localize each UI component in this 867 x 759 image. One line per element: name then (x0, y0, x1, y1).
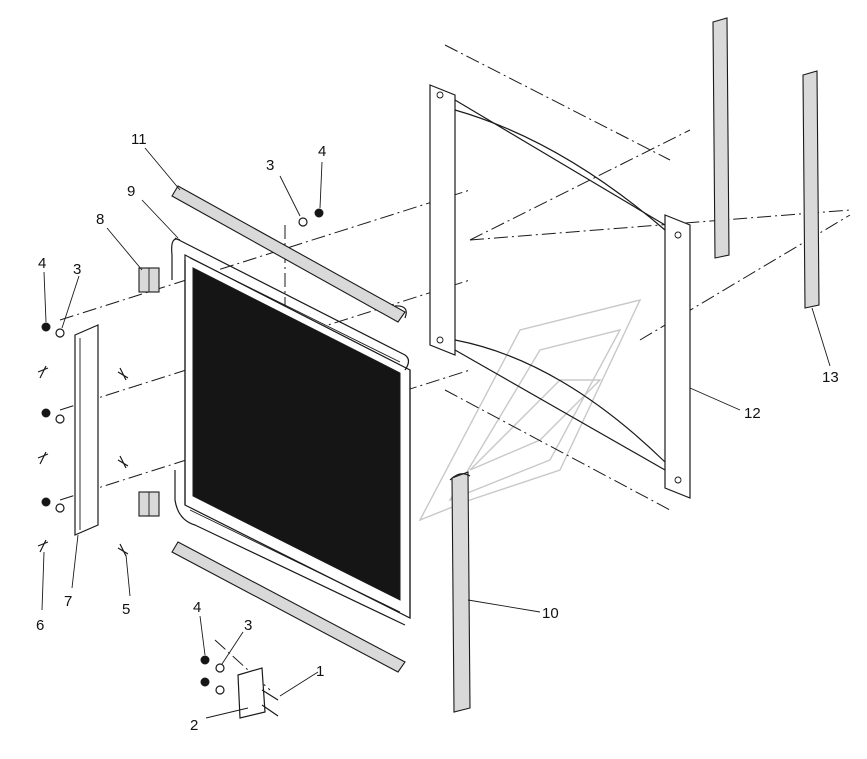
bottom-seal-strip (171, 541, 406, 673)
callout-1: 1 (316, 663, 324, 680)
callout-4-top: 4 (318, 143, 326, 160)
part-12-shroud-frame (429, 84, 691, 499)
callout-10: 10 (542, 605, 559, 622)
callout-3-top: 3 (266, 157, 274, 174)
part-8-bracket (138, 267, 160, 517)
callout-5: 5 (122, 601, 130, 618)
callout-7: 7 (64, 593, 72, 610)
callout-2: 2 (190, 717, 198, 734)
right-vertical-seal-a (712, 17, 730, 259)
part-10-vertical-seal (449, 471, 471, 713)
callout-3-left: 3 (73, 261, 81, 278)
fasteners-top (298, 208, 324, 227)
callout-6: 6 (36, 617, 44, 634)
callout-4-left: 4 (38, 255, 46, 272)
callout-3-bottom: 3 (244, 617, 252, 634)
callout-9: 9 (127, 183, 135, 200)
leader-lines (41, 147, 831, 719)
part-11-top-seal-strip (171, 185, 407, 323)
part-2-mounting-bracket (237, 667, 279, 719)
callout-labels: 1 2 3 3 3 4 4 4 5 6 7 8 9 10 11 12 13 (36, 131, 839, 734)
part-9-radiator-core (171, 237, 411, 626)
callout-13: 13 (822, 369, 839, 386)
callout-8: 8 (96, 211, 104, 228)
part-13-vertical-seal (802, 70, 820, 309)
part-7-side-plate (74, 324, 99, 536)
callout-11: 11 (131, 131, 147, 148)
fasteners-left (37, 322, 129, 557)
fasteners-bottom (200, 655, 225, 695)
callout-12: 12 (744, 405, 761, 422)
callout-4-bottom: 4 (193, 599, 201, 616)
